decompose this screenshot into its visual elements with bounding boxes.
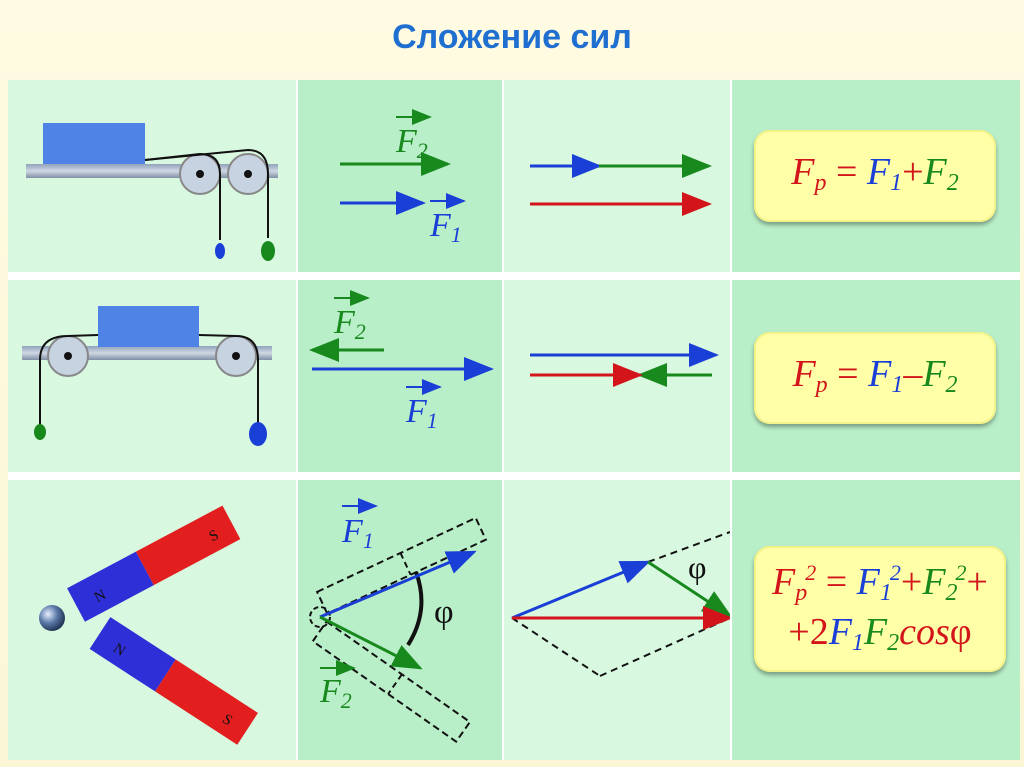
formula-sum: Fр = F1+F2 [754,130,996,222]
block [43,123,145,164]
label-f2: F2 [395,123,428,163]
weight-blue [249,422,267,446]
label-f1: F1 [405,393,438,433]
label-f2: F2 [333,304,366,344]
cell-formula-1: Fр = F1+F2 [732,80,1020,272]
forces-table: F2 F1 Fр = F1+F2 [8,80,1020,760]
cell-formula-2: Fр = F1–F2 [732,280,1020,472]
row-opposite-direction: F2 F1 Fр = F1–F2 [8,280,1020,472]
result-diagram-1 [530,154,712,216]
weight-blue [215,243,225,259]
cell-setup-2 [8,280,296,472]
magnet-lower: N S [89,617,258,745]
result-diagram-2 [530,343,719,387]
label-phi: φ [434,594,454,631]
cell-vectors-3: φ F1 F2 [298,480,502,760]
vector-f2 [319,615,423,670]
cell-vectors-2: F2 F1 [298,280,502,472]
cell-result-1 [504,80,730,272]
label-f2: F2 [319,673,352,713]
pulley-setup-2 [22,306,272,446]
cell-setup-3: N S N S [8,480,296,760]
steel-ball [39,605,65,631]
row-angle: N S N S [8,480,1020,760]
magnets-setup: N S N S [39,505,258,745]
formula-angle: Fр2 = F12+F22+ +2F1F2cosφ [754,546,1006,672]
cell-setup-1 [8,80,296,272]
cell-result-3: φ [504,480,733,760]
row-same-direction: F2 F1 Fр = F1+F2 [8,80,1020,272]
vector-f1 [319,550,477,619]
label-f1: F1 [429,207,462,247]
block [98,306,199,347]
label-f1: F1 [341,513,374,553]
vector-diagram-3: φ F1 F2 [309,498,488,744]
weight-green [261,241,275,261]
label-phi: φ [688,549,706,585]
cell-formula-3: Fр2 = F12+F22+ +2F1F2cosφ [732,480,1020,760]
page-title: Сложение сил [392,18,632,56]
magnet-upper: N S [67,505,241,622]
formula-difference: Fр = F1–F2 [754,332,996,424]
vector-diagram-2: F2 F1 [309,290,494,433]
cell-vectors-1: F2 F1 [298,80,502,272]
weight-green [34,424,46,440]
vector-f1 [511,560,651,620]
vector-diagram-1: F2 F1 [340,109,466,247]
parallelogram-diagram: φ [511,531,733,677]
pulley-setup-1 [26,123,278,261]
cell-result-2 [504,280,730,472]
